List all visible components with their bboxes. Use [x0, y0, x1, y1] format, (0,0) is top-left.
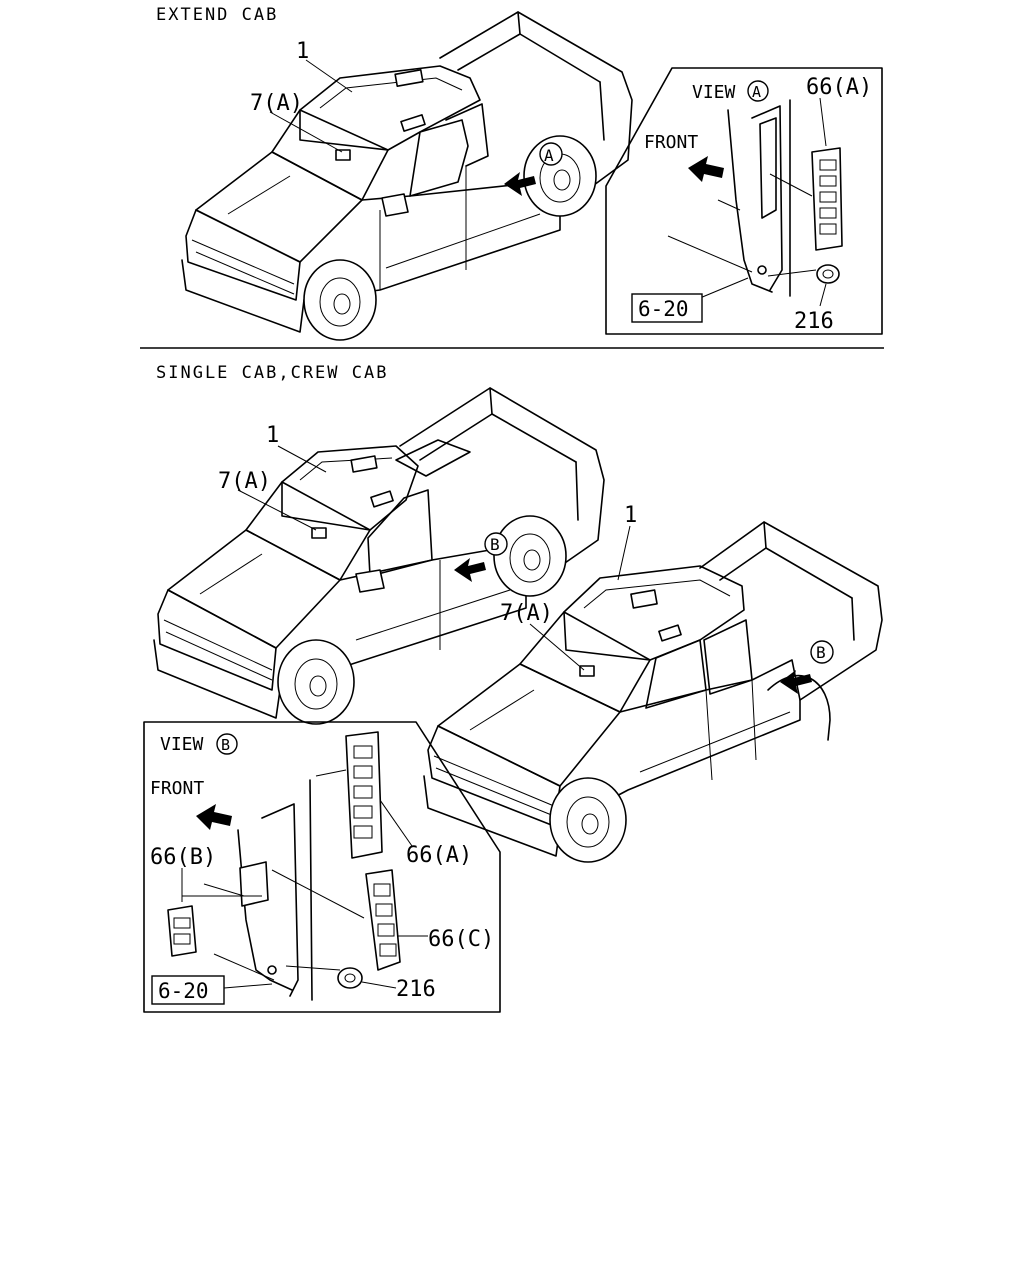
part-66a-vent-a — [811, 147, 843, 251]
single-crew-cab-heading: SINGLE CAB,CREW CAB — [156, 363, 388, 383]
view-a-callout-marker: A — [539, 142, 563, 166]
part-7a-label-single: 7(A) — [218, 469, 271, 494]
part-216-label-top: 216 — [794, 309, 834, 334]
part-7a-label-crew: 7(A) — [500, 601, 553, 626]
part-216-grommet-b — [337, 967, 363, 989]
ref-6-20-top: 6-20 — [638, 297, 689, 321]
part-216-grommet-a — [816, 264, 840, 284]
part-1-label-single: 1 — [266, 423, 279, 448]
extend-cab-truck — [181, 11, 633, 341]
svg-text:B: B — [221, 736, 230, 754]
front-arrow-a — [688, 156, 724, 182]
front-label-b: FRONT — [150, 778, 204, 799]
view-a-title: VIEW — [692, 82, 736, 103]
part-1-label-crew: 1 — [624, 503, 637, 528]
front-label-a: FRONT — [644, 132, 698, 153]
extend-cab-heading: EXTEND CAB — [156, 5, 278, 25]
part-66c-label: 66(C) — [428, 927, 494, 952]
svg-text:A: A — [752, 83, 761, 101]
part-7a-label-extend: 7(A) — [250, 91, 303, 116]
crew-cab-truck — [423, 521, 883, 863]
svg-text:B: B — [816, 643, 826, 662]
part-66a-vent-b — [345, 731, 383, 859]
front-arrow-b — [196, 804, 232, 830]
part-66a-label-top: 66(A) — [806, 75, 872, 100]
part-1-label-extend: 1 — [296, 39, 309, 64]
view-b-title: VIEW — [160, 734, 204, 755]
view-b-detail: VIEW B FRONT — [143, 721, 501, 1013]
svg-text:A: A — [544, 146, 554, 165]
part-216-label-bottom: 216 — [396, 977, 436, 1002]
part-66b-clip — [167, 905, 197, 957]
view-b-callout-marker-single: B — [484, 532, 508, 556]
single-cab-truck — [153, 387, 605, 725]
view-b-callout-marker-crew: B — [810, 640, 834, 664]
part-66b-label: 66(B) — [150, 845, 216, 870]
view-a-detail: VIEW A FRONT — [605, 67, 883, 335]
ref-6-20-bottom: 6-20 — [158, 979, 209, 1003]
svg-text:B: B — [490, 535, 500, 554]
part-66a-label-bottom: 66(A) — [406, 843, 472, 868]
part-66c-vent — [365, 869, 401, 971]
